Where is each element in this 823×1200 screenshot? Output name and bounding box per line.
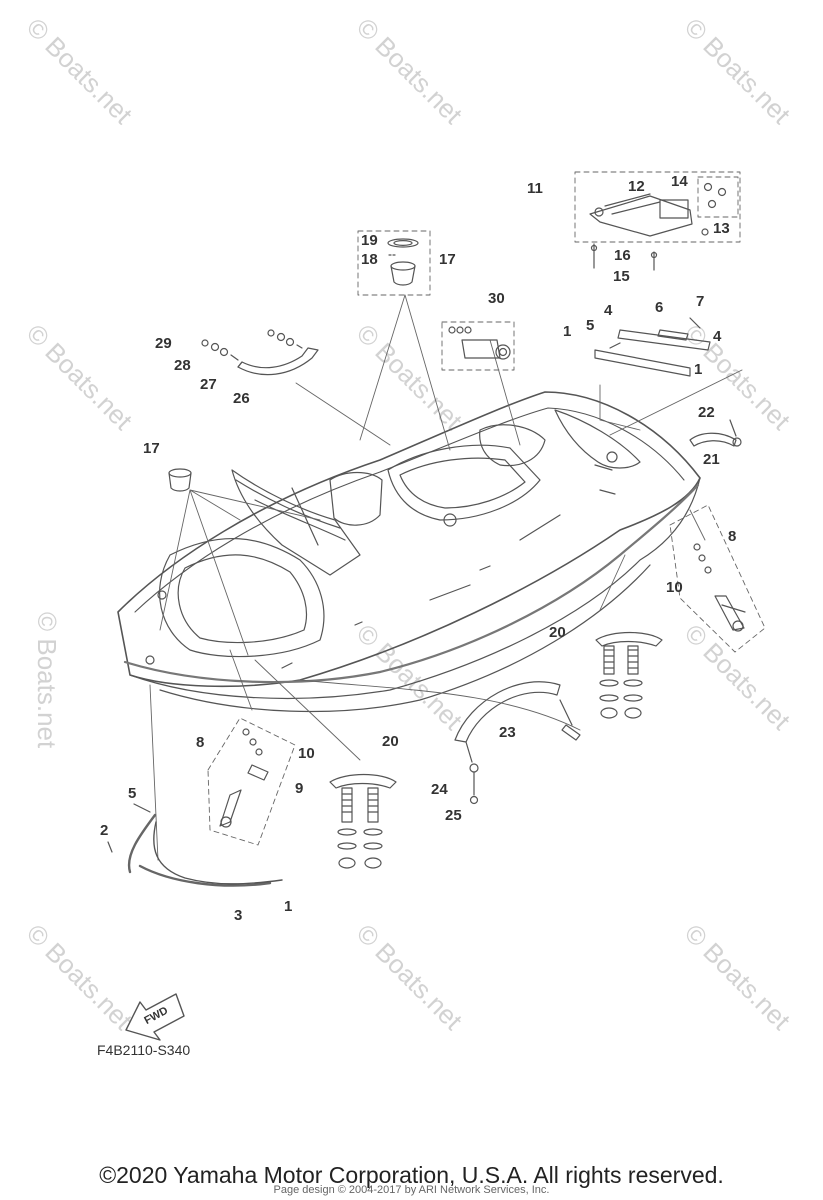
- callout-6: 6: [655, 299, 663, 316]
- callout-15: 15: [613, 268, 630, 285]
- fwd-label: FWD: [142, 1005, 170, 1027]
- callout-14: 14: [671, 173, 688, 190]
- callout-boxes: [207, 171, 766, 846]
- callout-5: 5: [128, 785, 136, 802]
- stern-eye-assembly: [689, 419, 742, 447]
- callout-7: 7: [696, 293, 704, 310]
- callout-4: 4: [604, 302, 613, 319]
- callout-30: 30: [488, 290, 505, 307]
- cup-holder-left: [168, 468, 192, 492]
- mount-rails-assembly: [594, 317, 711, 377]
- cleat-assembly-left: [329, 773, 397, 869]
- callout-21: 21: [703, 451, 720, 468]
- cup-holder-assembly: [387, 238, 419, 286]
- copyright-text: ©2020 Yamaha Motor Corporation, U.S.A. A…: [99, 1162, 724, 1188]
- callout-16: 16: [614, 247, 631, 264]
- callout-18: 18: [361, 251, 378, 268]
- callout-23: 23: [499, 724, 516, 741]
- callout-2: 2: [100, 822, 108, 839]
- callout-26: 26: [233, 390, 250, 407]
- callout-28: 28: [174, 357, 191, 374]
- callout-24: 24: [431, 781, 448, 798]
- diagram-code: F4B2110-S340: [97, 1042, 191, 1058]
- callout-11: 11: [527, 180, 543, 197]
- callout-1: 1: [694, 361, 702, 378]
- callout-labels: 11 12 14 13 16 15 19 18 17 30 7 6 4 5 4 …: [100, 173, 736, 1027]
- callout-27: 27: [200, 376, 217, 393]
- tow-bracket-assembly: [589, 182, 727, 271]
- callout-19: 19: [361, 232, 378, 249]
- callout-9: 9: [295, 780, 303, 797]
- latch-assembly-left: [219, 728, 269, 828]
- callout-3: 3: [234, 907, 242, 924]
- callout-13: 13: [713, 220, 730, 237]
- callout-29: 29: [155, 335, 172, 352]
- boat-hull: [117, 391, 701, 713]
- latch-assembly-right: [693, 543, 746, 632]
- callout-1: 1: [563, 323, 571, 340]
- callout-25: 25: [445, 807, 462, 824]
- callout-20: 20: [549, 624, 566, 641]
- fwd-arrow-icon: [125, 993, 185, 1041]
- callout-8: 8: [728, 528, 736, 545]
- callout-12: 12: [628, 178, 645, 195]
- callout-5: 5: [586, 317, 594, 334]
- callout-10: 10: [666, 579, 683, 596]
- callout-1: 1: [284, 898, 292, 915]
- callout-8: 8: [196, 734, 204, 751]
- callout-17: 17: [143, 440, 160, 457]
- rub-rail-assembly: [107, 803, 283, 887]
- leader-lines: [149, 294, 743, 861]
- switch-panel: [448, 326, 511, 360]
- page-design-credit: Page design © 2004-2017 by ARI Network S…: [273, 1184, 550, 1196]
- callout-22: 22: [698, 404, 715, 421]
- cleat-assembly-right: [595, 631, 663, 719]
- callout-20: 20: [382, 733, 399, 750]
- callout-4: 4: [713, 328, 722, 345]
- grab-handle-assembly: [201, 329, 319, 376]
- callout-17: 17: [439, 251, 456, 268]
- tow-hook-assembly: [454, 681, 581, 805]
- callout-10: 10: [298, 745, 315, 762]
